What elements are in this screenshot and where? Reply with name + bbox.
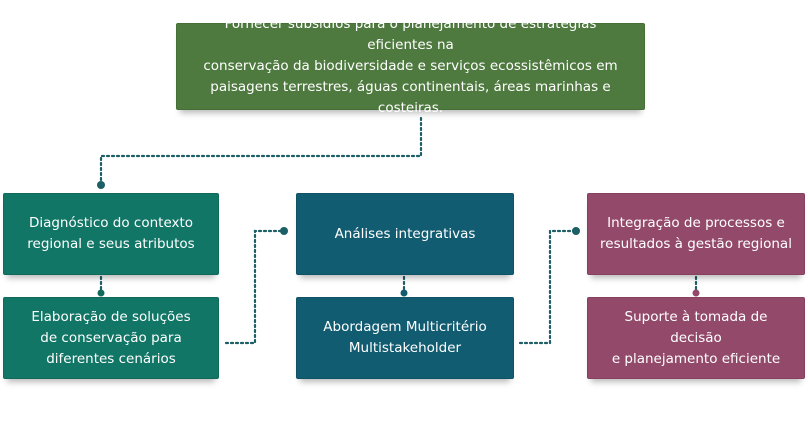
connector-abordagem-to-integracao (518, 229, 576, 345)
connector-top-to-diagnostico (99, 116, 423, 186)
suporte-box: Suporte à tomada de decisão e planejamen… (587, 297, 805, 379)
elaboracao-box: Elaboração de soluções de conservação pa… (3, 297, 219, 379)
integracao-box: Integração de processos e resultados à g… (587, 193, 805, 275)
connector-dot-analises (280, 227, 288, 235)
objective-text: Fornecer subsídios para o planejamento d… (193, 14, 628, 119)
diagnostico-box: Diagnóstico do contexto regional e seus … (3, 193, 219, 275)
connector-dot-integracao (572, 227, 580, 235)
objective-line: Fornecer subsídios para o planejamento d… (224, 16, 597, 53)
integracao-line: Integração de processos e (607, 215, 785, 231)
analises-line: Análises integrativas (334, 225, 476, 242)
diagnostico-line: Diagnóstico do contexto (28, 215, 194, 231)
objective-box: Fornecer subsídios para o planejamento d… (176, 16, 645, 116)
elaboracao-line: diferentes cenários (46, 350, 176, 367)
elaboracao-line: de conservação para (40, 329, 182, 346)
abordagem-line: Abordagem Multicritério (323, 319, 487, 335)
connector-dot-diagnostico (97, 181, 105, 189)
objective-line: conservação da biodiversidade e serviços… (203, 58, 618, 74)
analises-box: Análises integrativas (296, 193, 514, 275)
connector-dot-elaboracao (97, 289, 105, 297)
connector-dot-abordagem (400, 289, 408, 297)
suporte-line: Suporte à tomada de decisão (624, 308, 768, 346)
objective-line: paisagens terrestres, águas continentais… (210, 79, 611, 116)
connector-elaboracao-to-analises (224, 229, 284, 345)
abordagem-line: Multistakeholder (348, 340, 462, 356)
connector-dot-suporte (692, 289, 700, 297)
elaboracao-line: Elaboração de soluções (31, 308, 191, 325)
diagnostico-line: regional e seus atributos (27, 236, 195, 252)
abordagem-box: Abordagem Multicritério Multistakeholder (296, 297, 514, 379)
integracao-line: resultados à gestão regional (600, 236, 792, 252)
suporte-line: e planejamento eficiente (611, 350, 781, 367)
